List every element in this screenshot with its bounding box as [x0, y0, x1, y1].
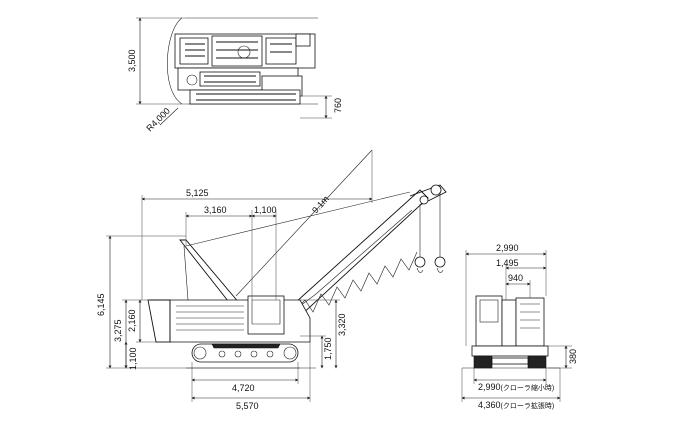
- top-width-dim: 3,500: [127, 49, 137, 72]
- svg-text:4,360(クローラ拡張時): 4,360(クローラ拡張時): [478, 400, 554, 410]
- swing-radius-arc: [167, 17, 183, 105]
- swing-radius-dim: R4,000: [144, 106, 172, 134]
- crawler-length-dim: 4,720: [232, 383, 255, 393]
- track-retracted-note: (クローラ縮小時): [501, 383, 555, 392]
- overall-height-dim: 6,145: [96, 293, 106, 316]
- ground-clearance-dim: 1,100: [128, 347, 138, 370]
- counterweight-dim: 760: [333, 98, 343, 113]
- overall-length-dim: 5,570: [236, 401, 259, 411]
- front-view: 2,990 1,495 940 380 2,990(クローラ縮小時) 4,360…: [461, 243, 578, 410]
- front-ground-height-dim: 380: [568, 349, 578, 364]
- front-overall-width-dim: 2,990: [496, 243, 519, 253]
- radius-max-dim: 5,125: [186, 188, 209, 198]
- side-view: 5,125 3,160 1,100 9.1m 6,145 3,275 2,160…: [96, 149, 447, 411]
- offset-dim: 1,100: [254, 205, 277, 215]
- upper-structure: [147, 295, 311, 343]
- mast-height-dim: 3,275: [113, 319, 123, 342]
- top-view: 3,500 R4,000 760: [127, 17, 343, 134]
- crawler: [191, 343, 299, 363]
- boom: [185, 149, 447, 319]
- track-retracted-dim: 2,990: [478, 382, 501, 392]
- front-view-machine: [471, 295, 549, 369]
- body-height-dim: 3,320: [337, 313, 347, 336]
- cab-height-dim: 2,160: [127, 309, 137, 332]
- track-extended-note: (クローラ拡張時): [501, 401, 555, 410]
- svg-text:2,990(クローラ縮小時): 2,990(クローラ縮小時): [478, 382, 554, 392]
- cab-offset-dim: 940: [508, 273, 523, 283]
- cab-width-dim: 1,495: [496, 258, 519, 268]
- radius-mid-dim: 3,160: [204, 205, 227, 215]
- top-view-machine: [174, 33, 316, 105]
- mast: [179, 239, 241, 307]
- track-extended-dim: 4,360: [478, 400, 501, 410]
- track-height-dim: 1,750: [323, 337, 333, 360]
